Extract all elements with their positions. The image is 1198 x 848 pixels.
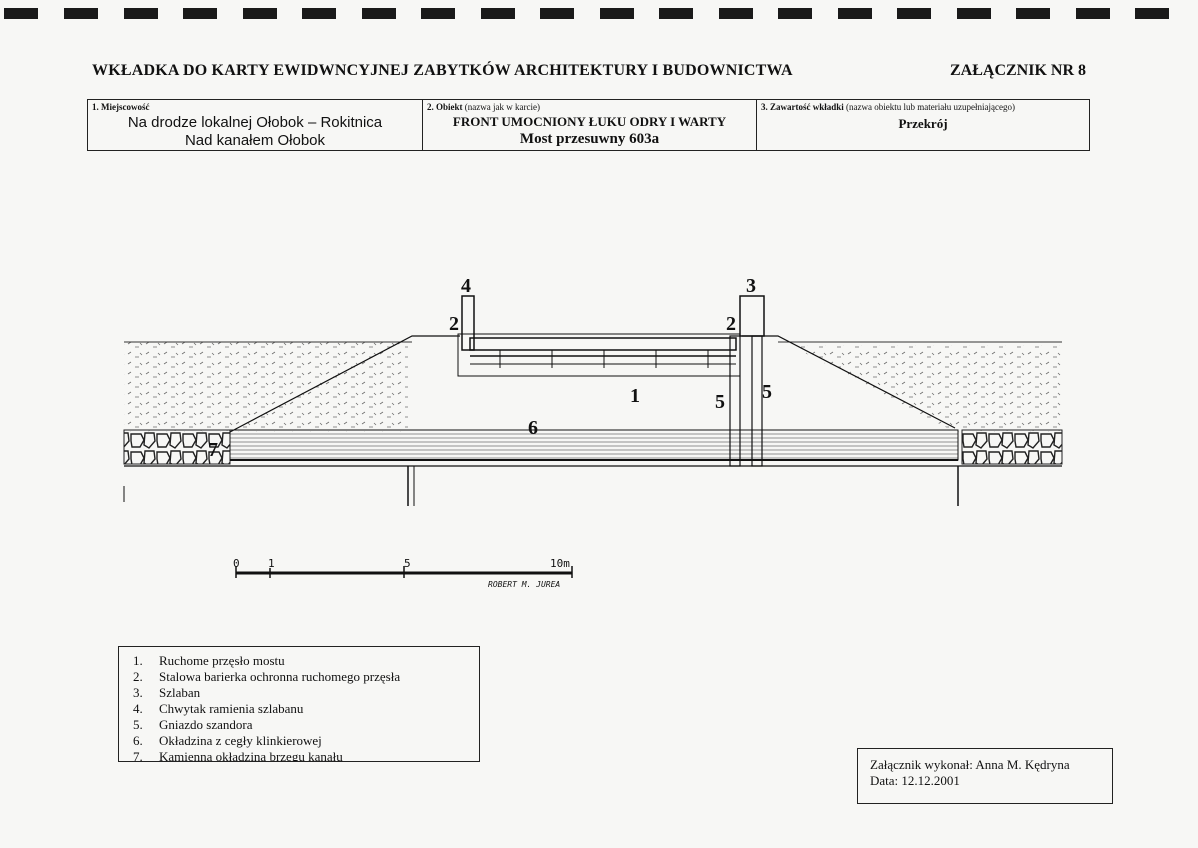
- info-cell-location: 1. Miejscowość Na drodze lokalnej Ołobok…: [88, 100, 423, 150]
- info-cell-content: 3. Zawartość wkładki (nazwa obiektu lub …: [757, 100, 1089, 150]
- legend-item: 1.Ruchome przęsło mostu: [133, 653, 285, 668]
- author-date: Data: 12.12.2001: [870, 773, 960, 788]
- callout-2-left: 2: [449, 313, 459, 335]
- info-table: 1. Miejscowość Na drodze lokalnej Ołobok…: [87, 99, 1090, 151]
- page-title: WKŁADKA DO KARTY EWIDWNCYJNEJ ZABYTKÓW A…: [92, 62, 793, 79]
- author-box: Załącznik wykonał: Anna M. Kędryna Data:…: [857, 748, 1113, 804]
- legend-item: 2.Stalowa barierka ochronna ruchomego pr…: [133, 669, 401, 684]
- location-line-2: Nad kanałem Ołobok: [184, 132, 326, 149]
- callout-6: 6: [528, 417, 538, 439]
- location-line-1: Na drodze lokalnej Ołobok – Rokitnica: [127, 114, 383, 131]
- drafter-signature: ROBERT M. JUREA: [488, 580, 560, 589]
- legend-item: 3.Szlaban: [133, 685, 201, 700]
- cell-label: 1. Miejscowość: [92, 102, 150, 112]
- legend-item: 4.Chwytak ramienia szlabanu: [133, 701, 304, 716]
- cell-label: 2. Obiekt (nazwa jak w karcie): [427, 102, 540, 112]
- scale-bar: 0 1 5 10m ROBERT M. JUREA: [233, 557, 573, 589]
- brick-lining: [229, 429, 959, 461]
- left-slope: [229, 335, 460, 433]
- author-name: Załącznik wykonał: Anna M. Kędryna: [870, 757, 1070, 772]
- left-embankment: [124, 341, 412, 432]
- callout-1: 1: [630, 385, 640, 407]
- right-embankment: [778, 341, 1062, 432]
- scale-label-5: 5: [404, 557, 411, 570]
- object-line-2: Most przesuwny 603a: [519, 131, 660, 147]
- callout-5-left: 5: [715, 391, 725, 413]
- barrier-left: [461, 295, 475, 351]
- scale-label-0: 0: [233, 557, 240, 570]
- object-line-1: FRONT UMOCNIONY ŁUKU ODRY I WARTY: [452, 114, 727, 129]
- barrier-post-right: [739, 295, 765, 337]
- content-line-1: Przekrój: [898, 116, 948, 131]
- scale-label-10m: 10m: [550, 557, 570, 570]
- info-cell-object: 2. Obiekt (nazwa jak w karcie) FRONT UMO…: [423, 100, 757, 150]
- callout-3: 3: [746, 275, 756, 297]
- movable-span: [457, 333, 741, 377]
- stoplog-socket-left: [729, 335, 741, 467]
- scale-label-1: 1: [268, 557, 275, 570]
- callout-7: 7: [208, 439, 218, 461]
- legend-box: 1.Ruchome przęsło mostu 2.Stalowa barier…: [118, 646, 480, 762]
- callout-5-right: 5: [762, 381, 772, 403]
- legend-item: 7.Kamienna okładzina brzegu kanału: [133, 749, 343, 762]
- legend-item: 6.Okładzina z cegły klinkierowej: [133, 733, 322, 748]
- callout-4: 4: [461, 275, 471, 297]
- annex-number: ZAŁĄCZNIK NR 8: [949, 62, 1086, 79]
- binding-holes: [0, 8, 1198, 24]
- cell-label: 3. Zawartość wkładki (nazwa obiektu lub …: [761, 102, 1015, 112]
- legend-item: 5.Gniazdo szandora: [133, 717, 253, 732]
- callout-2-right: 2: [726, 313, 736, 335]
- stoplog-socket-right: [751, 335, 763, 467]
- stone-revetment-right: [961, 429, 1063, 465]
